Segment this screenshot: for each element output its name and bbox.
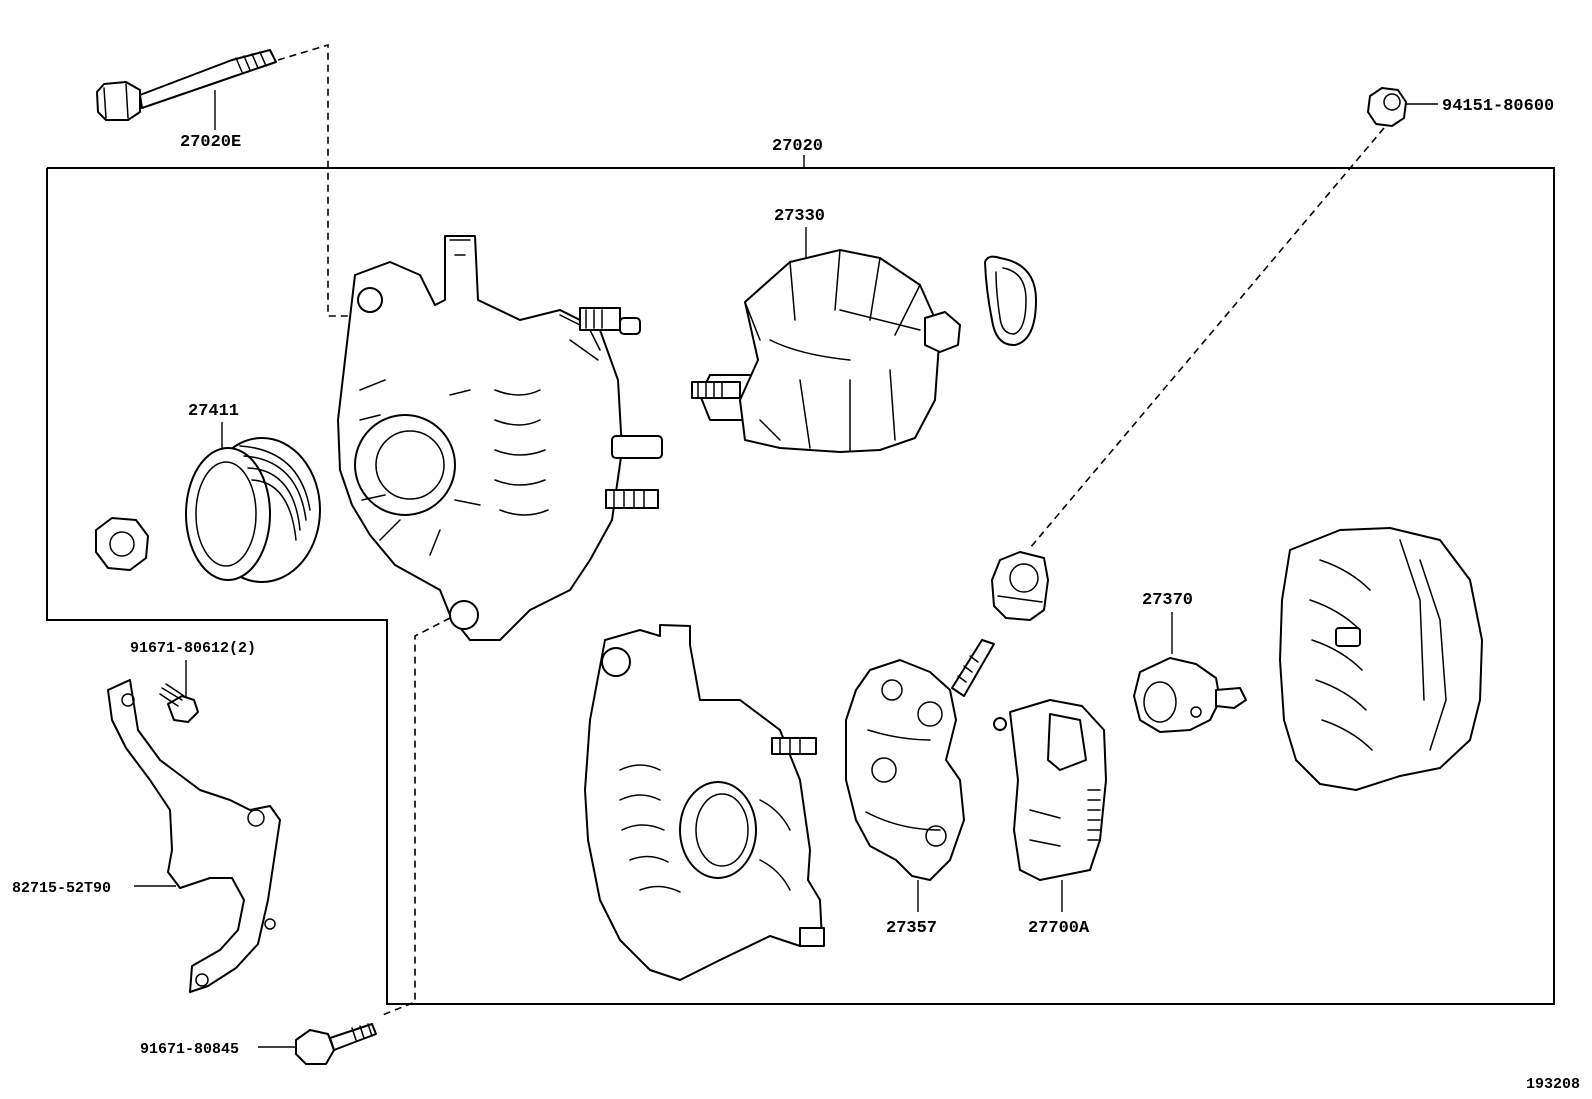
diagram-id: 193208 — [1526, 1076, 1580, 1093]
pulley-27411[interactable] — [185, 437, 321, 583]
seal-ring[interactable] — [984, 255, 1037, 347]
alternator-rear-housing[interactable] — [584, 624, 825, 981]
regulator-27700a[interactable] — [993, 699, 1107, 881]
label-27370: 27370 — [1142, 591, 1193, 610]
cap-nut-94151[interactable] — [1367, 87, 1438, 127]
bracket-bolt-91671-80612[interactable] — [159, 683, 199, 723]
pulley-nut[interactable] — [95, 517, 149, 571]
label-27700a: 27700A — [1028, 919, 1090, 938]
label-91671-80612: 91671-80612(2) — [130, 640, 256, 657]
label-27020e: 27020E — [180, 133, 241, 152]
rear-end-cover[interactable] — [1279, 527, 1483, 791]
bearing-insulator[interactable] — [991, 551, 1049, 621]
bolt-91671-80845[interactable] — [258, 1023, 377, 1065]
label-27357: 27357 — [886, 919, 937, 938]
bracket-82715[interactable] — [107, 679, 281, 993]
label-27020: 27020 — [772, 137, 823, 156]
rotor-27330[interactable] — [691, 249, 961, 453]
label-27411: 27411 — [188, 402, 239, 421]
label-94151-80600: 94151-80600 — [1442, 97, 1554, 116]
label-91671-80845: 91671-80845 — [140, 1041, 239, 1058]
assembly-frame — [46, 167, 1555, 1005]
label-82715-52t90: 82715-52T90 — [12, 880, 111, 897]
rectifier-27357[interactable] — [845, 639, 995, 881]
brush-holder-27370[interactable] — [1133, 657, 1247, 733]
bolt-27020e[interactable] — [96, 49, 277, 130]
alternator-front-housing[interactable] — [337, 235, 663, 641]
label-27330: 27330 — [774, 207, 825, 226]
